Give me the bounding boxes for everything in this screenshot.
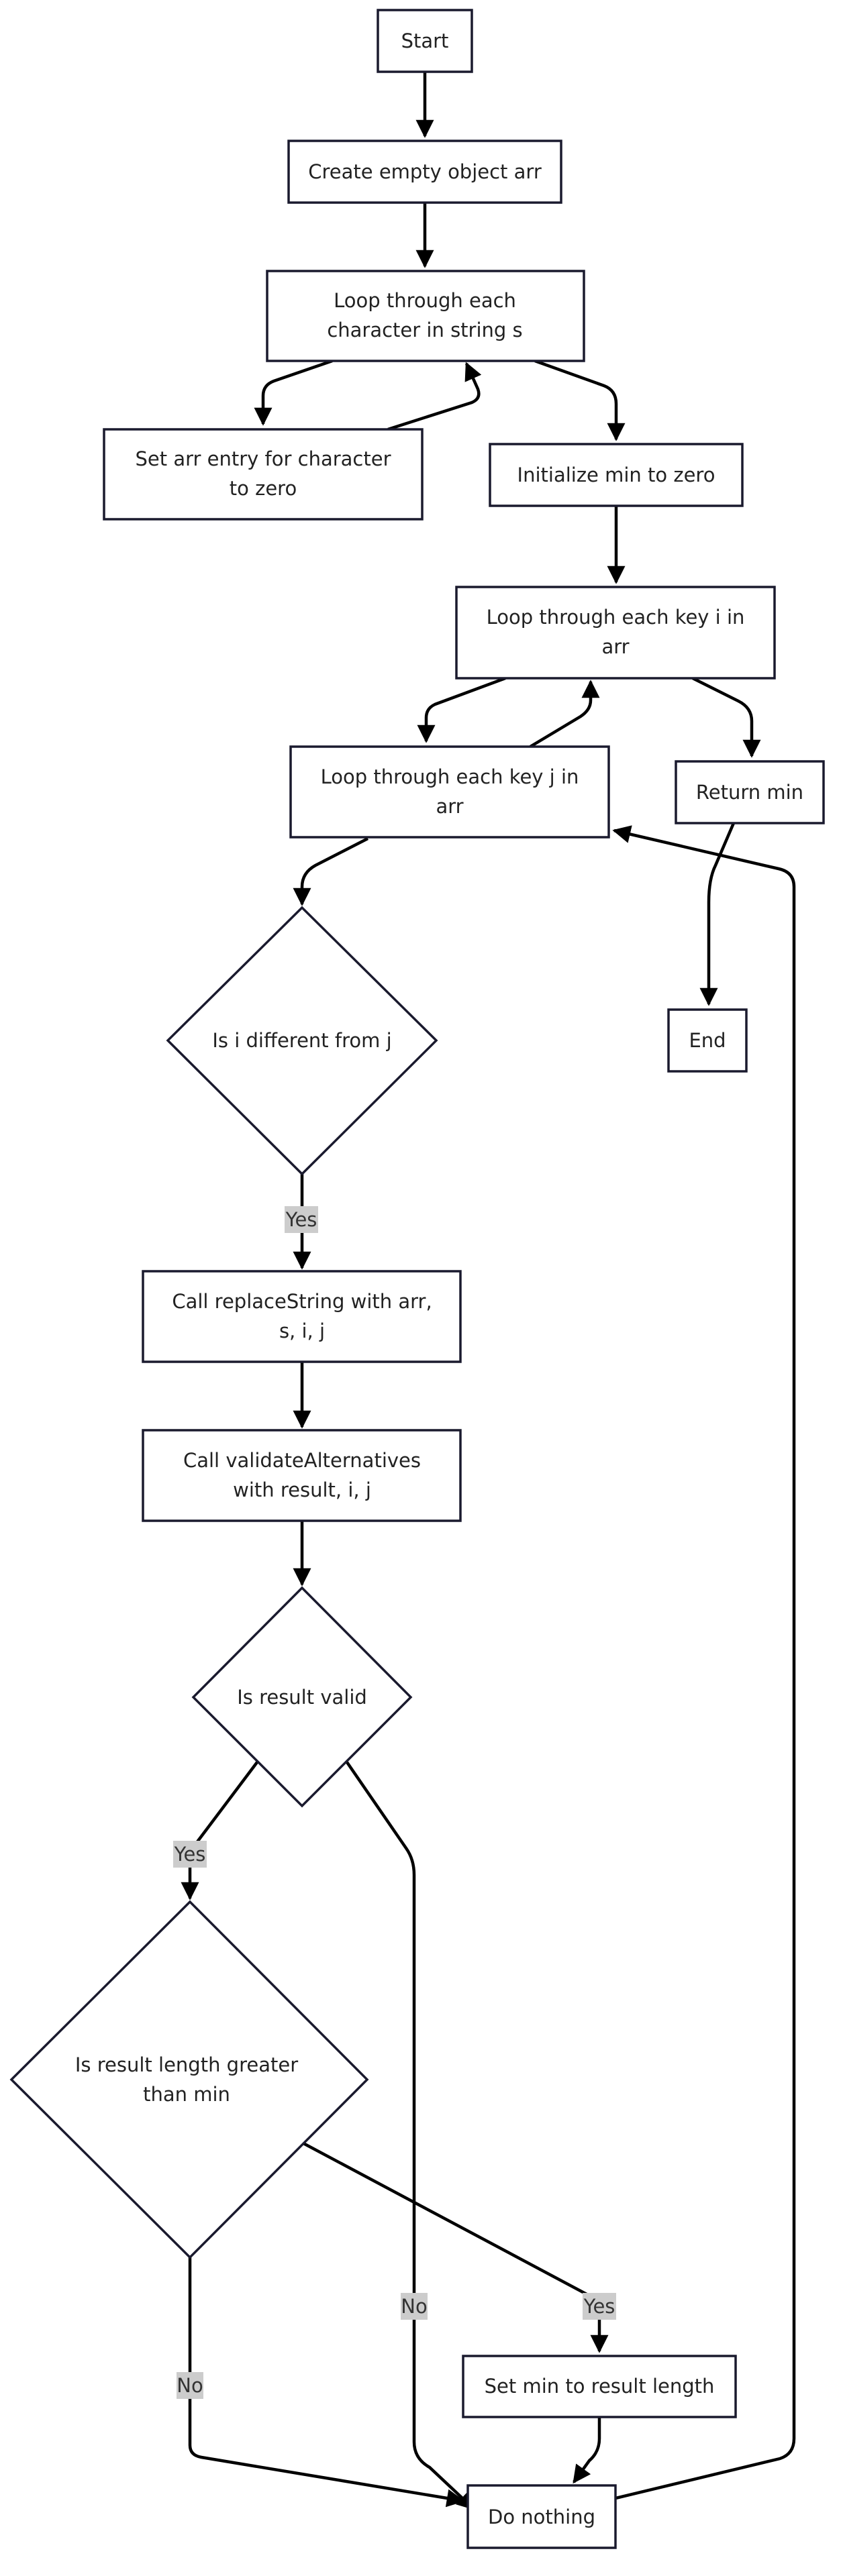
node-return-min: Return min — [675, 760, 825, 824]
node-call-validate-line1: Call validateAlternatives — [183, 1449, 421, 1472]
node-end: End — [667, 1008, 748, 1073]
edge-loop-i-to-return-min — [691, 676, 761, 758]
edge-is-greater-to-do-nothing — [188, 2257, 465, 2508]
node-do-nothing: Do nothing — [466, 2484, 617, 2549]
node-is-valid: Is result valid — [191, 1586, 413, 1808]
node-init-min: Initialize min to zero — [489, 443, 744, 507]
edge-label-bg — [285, 1206, 318, 1233]
node-set-entry-line1: Set arr entry for character — [135, 447, 391, 470]
node-init-min-label: Initialize min to zero — [517, 464, 715, 486]
node-end-label: End — [689, 1029, 726, 1052]
edge-label-bg — [583, 2293, 616, 2320]
edge-do-nothing-to-loop-j — [612, 825, 796, 2500]
edge-set-entry-to-loop-chars — [387, 362, 482, 431]
node-loop-j-line2: arr — [436, 795, 463, 818]
node-call-validate: Call validateAlternatives with result, i… — [142, 1429, 462, 1522]
node-start: Start — [377, 9, 473, 73]
node-loop-j-line1: Loop through each key j in — [321, 765, 579, 788]
node-call-replace: Call replaceString with arr, s, i, j — [142, 1270, 462, 1363]
node-loop-chars-line2: character in string s — [327, 319, 522, 341]
edge-label-is-valid-no: No — [401, 2295, 427, 2318]
edge-loop-i-to-loop-j — [417, 676, 506, 743]
edge-is-valid-to-do-nothing — [346, 1761, 475, 2510]
node-loop-i-line1: Loop through each key i in — [487, 606, 745, 629]
node-set-entry-line2: to zero — [230, 477, 297, 500]
node-create-arr: Create empty object arr — [287, 140, 562, 204]
edge-label-is-greater-yes: Yes — [583, 2295, 615, 2318]
node-call-validate-line2: with result, i, j — [233, 1479, 371, 1501]
node-return-min-label: Return min — [696, 781, 803, 804]
edge-loop-j-to-is-diff — [293, 837, 369, 906]
edge-label-bg — [177, 2372, 203, 2399]
node-call-replace-line1: Call replaceString with arr, — [172, 1290, 432, 1313]
node-loop-j: Loop through each key j in arr — [289, 745, 610, 839]
node-is-valid-label: Is result valid — [237, 1686, 367, 1709]
edge-label-bg — [173, 1841, 207, 1868]
node-loop-chars-line1: Loop through each — [334, 289, 516, 312]
node-is-greater-line2: than min — [143, 2083, 230, 2106]
node-do-nothing-label: Do nothing — [488, 2506, 595, 2528]
node-is-greater: Is result length greater than min — [9, 1900, 369, 2259]
node-is-diff: Is i different from j — [166, 906, 438, 1176]
node-is-greater-line1: Is result length greater — [75, 2053, 298, 2076]
edge-labels: Yes Yes No Yes No — [173, 1206, 616, 2399]
edge-is-valid-to-is-greater — [181, 1761, 258, 1900]
edge-set-min-to-do-nothing — [573, 2417, 601, 2484]
edge-loop-chars-to-set-entry — [254, 359, 333, 426]
edge-label-is-valid-yes: Yes — [174, 1843, 206, 1866]
node-set-min: Set min to result length — [462, 2355, 737, 2418]
edge-label-is-diff-yes: Yes — [285, 1208, 317, 1231]
node-set-min-label: Set min to result length — [485, 2375, 715, 2398]
node-loop-chars: Loop through each character in string s — [266, 270, 585, 362]
node-loop-i-line2: arr — [601, 635, 629, 658]
node-start-label: Start — [401, 30, 449, 52]
node-set-entry: Set arr entry for character to zero — [103, 428, 424, 521]
edge-is-greater-to-set-min — [302, 2142, 609, 2353]
nodes: Start Create empty object arr Loop throu… — [9, 9, 825, 2549]
node-is-diff-label: Is i different from j — [212, 1029, 391, 1052]
node-call-replace-line2: s, i, j — [279, 1320, 325, 1342]
edge-return-min-to-end — [699, 822, 736, 1006]
node-loop-i: Loop through each key i in arr — [455, 586, 776, 680]
edge-label-is-greater-no: No — [177, 2374, 203, 2397]
edge-loop-j-to-loop-i — [529, 680, 600, 748]
edge-loop-chars-to-init-min — [534, 359, 626, 441]
edge-label-bg — [401, 2293, 428, 2320]
node-create-arr-label: Create empty object arr — [308, 160, 542, 183]
